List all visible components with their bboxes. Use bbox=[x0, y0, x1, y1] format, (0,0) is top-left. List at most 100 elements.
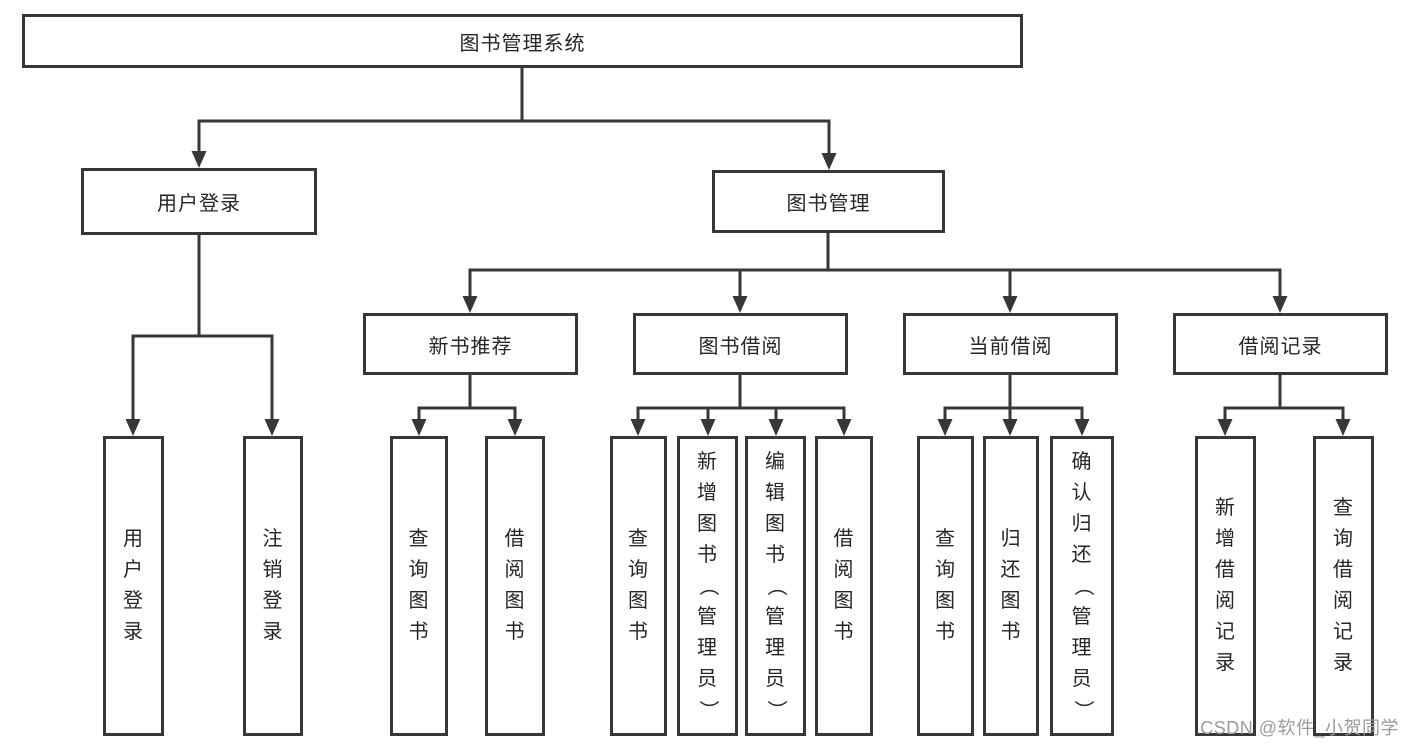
arrowhead-icon bbox=[821, 153, 837, 170]
node-user-login: 用户登录 bbox=[81, 168, 317, 235]
vertical-char: 管 bbox=[765, 605, 786, 628]
vertical-char: 询 bbox=[935, 559, 956, 581]
vertical-char: 图 bbox=[504, 590, 526, 612]
vertical-char: 注 bbox=[262, 528, 284, 550]
vertical-char: 归 bbox=[1071, 512, 1093, 535]
node-current-borrow: 当前借阅 bbox=[903, 313, 1118, 375]
vertical-char: 书 bbox=[408, 621, 430, 643]
vertical-char: 询 bbox=[408, 559, 430, 581]
leaf-label: 注销登录 bbox=[263, 524, 284, 648]
vertical-char: 增 bbox=[1215, 528, 1236, 550]
arrowhead-icon bbox=[836, 419, 852, 436]
vertical-char: 新 bbox=[697, 450, 718, 473]
vertical-char: 询 bbox=[628, 559, 649, 581]
vertical-char: 录 bbox=[1333, 652, 1354, 674]
leaf-label: 新增借阅记录 bbox=[1215, 493, 1236, 679]
node-label: 用户登录 bbox=[157, 193, 241, 215]
vertical-char: 图 bbox=[697, 512, 718, 535]
vertical-char: 图 bbox=[833, 590, 855, 612]
vertical-char: 管 bbox=[697, 605, 718, 628]
vertical-char: 阅 bbox=[1215, 590, 1236, 612]
arrowhead-icon bbox=[411, 419, 427, 436]
arrowhead-icon bbox=[768, 419, 784, 436]
vertical-char: 书 bbox=[1000, 621, 1022, 643]
vertical-char: 图 bbox=[765, 512, 786, 535]
vertical-char: 书 bbox=[504, 621, 526, 643]
vertical-char: 管 bbox=[1071, 605, 1093, 628]
vertical-char: 查 bbox=[408, 528, 430, 550]
arrowhead-icon bbox=[732, 296, 748, 313]
vertical-char: 图 bbox=[935, 590, 956, 612]
vertical-char: 用 bbox=[123, 528, 144, 550]
node-book-borrow: 图书借阅 bbox=[633, 313, 848, 375]
leaf-label: 查询图书 bbox=[628, 524, 649, 648]
arrowhead-icon bbox=[1074, 419, 1090, 436]
vertical-char: 户 bbox=[123, 559, 144, 581]
vertical-char: 借 bbox=[1215, 559, 1236, 581]
leaf-label: 查询借阅记录 bbox=[1333, 493, 1354, 679]
vertical-char: 书 bbox=[935, 621, 956, 643]
vertical-char: 确 bbox=[1071, 450, 1093, 473]
leaf-label: 借阅图书 bbox=[834, 524, 855, 648]
node-label: 当前借阅 bbox=[968, 335, 1053, 358]
vertical-char: 阅 bbox=[1333, 590, 1354, 612]
leaf-query-borrow-record: 查询借阅记录 bbox=[1313, 436, 1374, 736]
arrowhead-icon bbox=[630, 419, 646, 436]
leaf-label: 查询图书 bbox=[409, 524, 430, 648]
vertical-char: 理 bbox=[1071, 636, 1093, 659]
vertical-char: 阅 bbox=[504, 559, 526, 581]
vertical-char: 记 bbox=[1333, 621, 1354, 643]
leaf-return-book: 归还图书 bbox=[983, 436, 1039, 736]
vertical-char: 登 bbox=[262, 590, 284, 612]
vertical-char: 录 bbox=[1215, 652, 1236, 674]
vertical-char: 借 bbox=[504, 528, 526, 550]
leaf-add-borrow-record: 新增借阅记录 bbox=[1195, 436, 1256, 736]
leaf-edit-book-admin: 编辑图书 （ 管理员 ） bbox=[745, 436, 806, 736]
leaf-label: 归还图书 bbox=[1001, 524, 1022, 648]
vertical-char: 借 bbox=[833, 528, 855, 550]
leaf-query-book: 查询图书 bbox=[610, 436, 667, 736]
vertical-char: 借 bbox=[1333, 559, 1354, 581]
leaf-label: 确认归还（管理员） bbox=[1071, 447, 1094, 726]
vertical-char: 销 bbox=[262, 559, 284, 581]
vertical-char: ） bbox=[697, 699, 719, 721]
leaf-user-login: 用户登录 bbox=[103, 436, 164, 736]
node-label: 图书借阅 bbox=[698, 335, 783, 358]
arrowhead-icon bbox=[125, 419, 141, 436]
vertical-char: 阅 bbox=[833, 559, 855, 581]
vertical-char: 书 bbox=[765, 543, 786, 566]
vertical-char: 增 bbox=[697, 481, 718, 504]
node-label: 图书管理 bbox=[786, 193, 871, 215]
vertical-char: 理 bbox=[765, 636, 786, 659]
node-label: 新书推荐 bbox=[428, 335, 513, 358]
leaf-label: 借阅图书 bbox=[505, 524, 526, 648]
vertical-char: 图 bbox=[408, 590, 430, 612]
vertical-char: 辑 bbox=[765, 481, 786, 504]
vertical-char: （ bbox=[1071, 575, 1094, 597]
arrowhead-icon bbox=[1002, 296, 1018, 313]
vertical-char: 图 bbox=[1000, 590, 1022, 612]
vertical-char: 编 bbox=[765, 450, 786, 473]
vertical-char: 书 bbox=[833, 621, 855, 643]
arrowhead-icon bbox=[264, 419, 280, 436]
leaf-label: 查询图书 bbox=[935, 524, 956, 648]
watermark-text: CSDN @软件_小贺同学 bbox=[1200, 718, 1399, 738]
vertical-char: （ bbox=[765, 575, 787, 597]
vertical-char: ） bbox=[765, 699, 787, 721]
vertical-char: 新 bbox=[1215, 497, 1236, 519]
vertical-char: 认 bbox=[1071, 481, 1093, 504]
node-borrow-records: 借阅记录 bbox=[1173, 313, 1388, 375]
leaf-label: 编辑图书 （ 管理员 ） bbox=[765, 447, 787, 726]
vertical-char: 员 bbox=[765, 667, 786, 690]
vertical-char: 查 bbox=[628, 528, 649, 550]
vertical-char: 员 bbox=[1071, 667, 1093, 690]
node-library-system: 图书管理系统 bbox=[22, 14, 1023, 68]
leaf-confirm-return-admin: 确认归还（管理员） bbox=[1050, 436, 1114, 736]
leaf-label: 新增图书（管理员） bbox=[697, 447, 719, 726]
vertical-char: 图 bbox=[628, 590, 649, 612]
vertical-char: 录 bbox=[123, 621, 144, 643]
vertical-char: 书 bbox=[697, 543, 718, 566]
vertical-char: 归 bbox=[1000, 528, 1022, 550]
vertical-char: 录 bbox=[262, 621, 284, 643]
node-book-management: 图书管理 bbox=[712, 170, 945, 233]
